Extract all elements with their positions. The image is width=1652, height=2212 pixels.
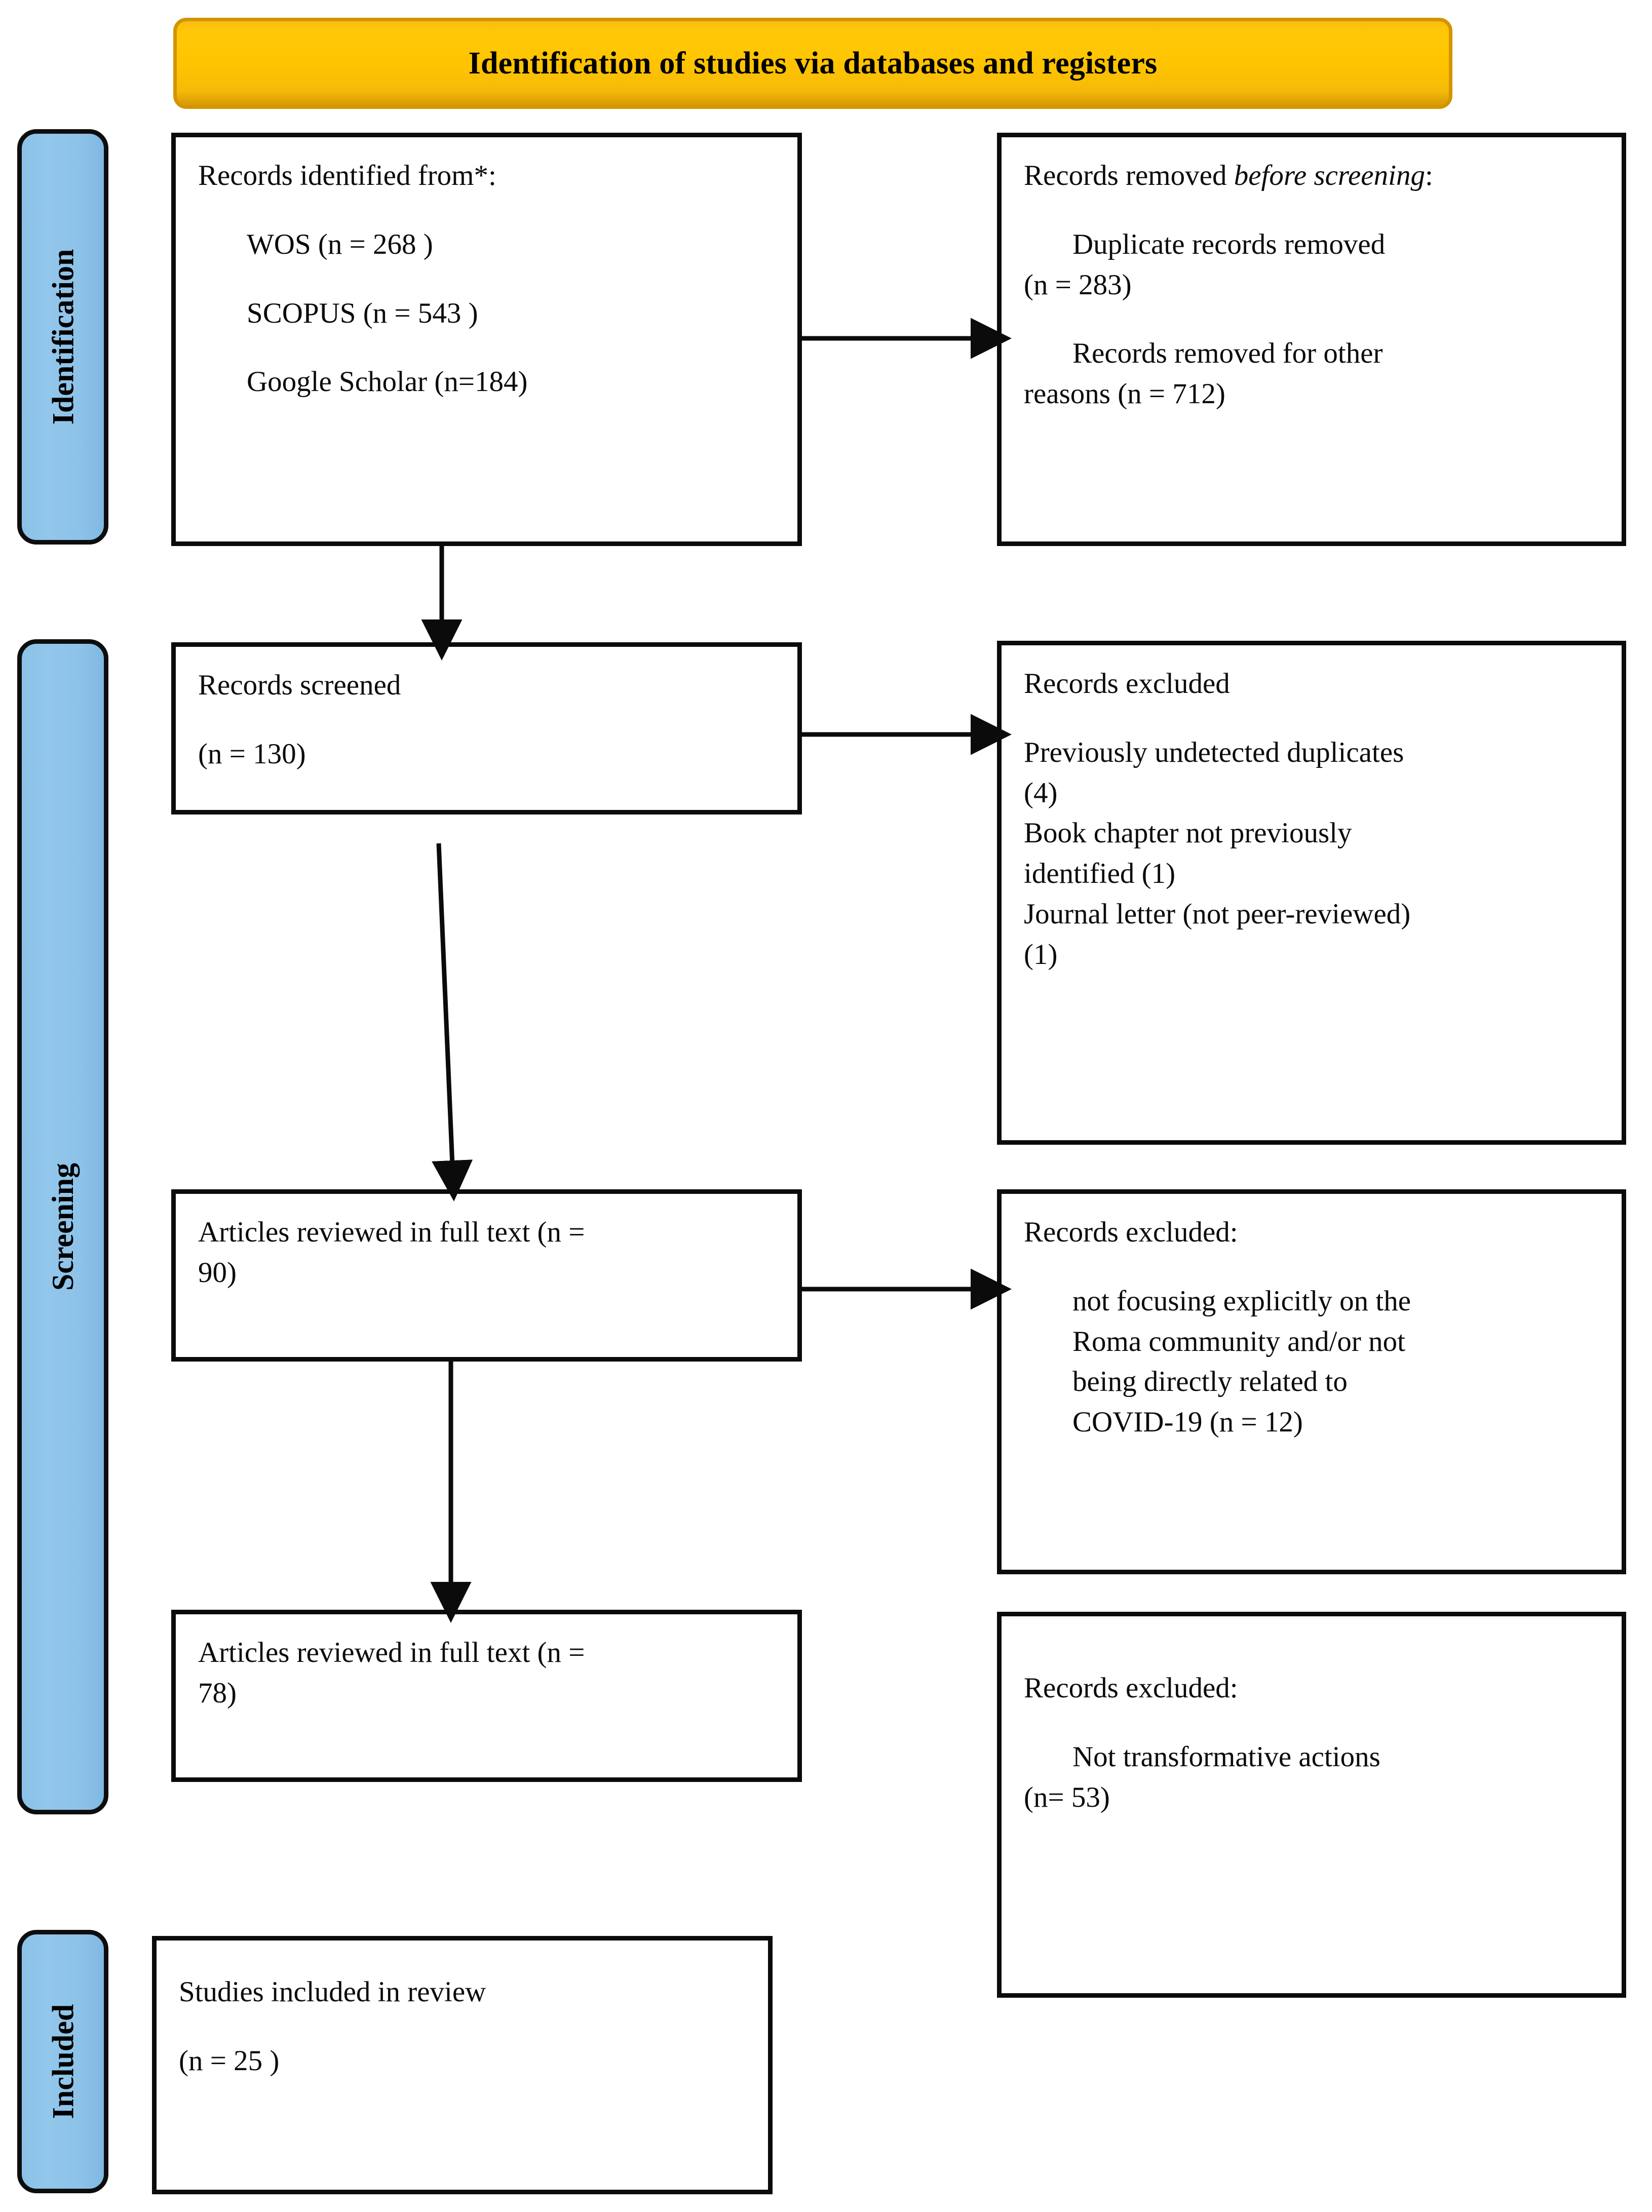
studies-included-heading: Studies included in review <box>179 1976 486 2008</box>
records-removed-heading-part3: : <box>1425 160 1433 191</box>
excluded-reason-journalletter-line1: Journal letter (not peer-reviewed) <box>1024 898 1411 930</box>
records-excluded-screening-heading: Records excluded <box>1024 668 1230 700</box>
stage-tab-screening: Screening <box>17 639 108 1814</box>
box-records-identified: Records identified from*: WOS (n = 268 )… <box>171 133 802 546</box>
duplicate-records-removed-line2: (n = 283) <box>1024 268 1132 301</box>
articles-reviewed-78-line2: 78) <box>198 1677 237 1709</box>
articles-reviewed-90-line2: 90) <box>198 1256 237 1289</box>
stage-label-screening: Screening <box>46 1162 80 1291</box>
stage-tab-identification: Identification <box>17 129 108 545</box>
excluded-reason-bookchapter-line1: Book chapter not previously <box>1024 817 1352 849</box>
excluded-reason-journalletter-line2: (1) <box>1024 938 1058 971</box>
box-articles-reviewed-full-text-78: Articles reviewed in full text (n = 78) <box>171 1610 802 1782</box>
box-studies-included: Studies included in review (n = 25 ) <box>152 1936 773 2194</box>
excluded-reason-duplicates-line1: Previously undetected duplicates <box>1024 736 1404 768</box>
excluded-transformative-reason-line2: (n= 53) <box>1024 1781 1110 1813</box>
excluded-reason-bookchapter-line2: identified (1) <box>1024 858 1176 890</box>
excluded-fulltext-reason-line1: not focusing explicitly on the <box>1072 1285 1411 1317</box>
studies-included-count: (n = 25 ) <box>179 2044 280 2077</box>
box-articles-reviewed-full-text-90: Articles reviewed in full text (n = 90) <box>171 1189 802 1362</box>
box-records-excluded-screening: Records excluded Previously undetected d… <box>997 641 1626 1145</box>
diagram-title: Identification of studies via databases … <box>468 46 1158 81</box>
articles-reviewed-78-line1: Articles reviewed in full text (n = <box>198 1637 585 1668</box>
excluded-fulltext-reason-line2: Roma community and/or not <box>1072 1325 1406 1357</box>
records-excluded-fulltext-heading: Records excluded: <box>1024 1216 1238 1248</box>
box-records-excluded-full-text: Records excluded: not focusing explicitl… <box>997 1189 1626 1574</box>
records-excluded-transformative-heading: Records excluded: <box>1024 1672 1238 1704</box>
excluded-transformative-reason-line1: Not transformative actions <box>1072 1740 1380 1773</box>
records-identified-heading: Records identified from*: <box>198 160 496 191</box>
records-screened-heading: Records screened <box>198 669 401 701</box>
other-records-removed-line1: Records removed for other <box>1072 337 1383 370</box>
records-identified-wos: WOS (n = 268 ) <box>247 228 433 260</box>
records-identified-scopus: SCOPUS (n = 543 ) <box>247 297 478 329</box>
other-records-removed-line2: reasons (n = 712) <box>1024 378 1225 410</box>
records-removed-heading: Records removed before screening: <box>1024 156 1599 196</box>
records-removed-heading-emphasis: before screening <box>1234 160 1425 191</box>
stage-label-identification: Identification <box>46 249 80 425</box>
stage-tab-included: Included <box>17 1930 108 2193</box>
records-removed-heading-part1: Records removed <box>1024 160 1234 191</box>
arrow-screened-to-fulltext90 <box>432 843 473 1201</box>
articles-reviewed-90-line1: Articles reviewed in full text (n = <box>198 1216 585 1248</box>
excluded-fulltext-reason-line4: COVID-19 (n = 12) <box>1072 1406 1303 1439</box>
excluded-fulltext-reason-line3: being directly related to <box>1072 1366 1348 1398</box>
duplicate-records-removed-line1: Duplicate records removed <box>1072 228 1386 260</box>
excluded-reason-duplicates-line2: (4) <box>1024 777 1058 809</box>
box-records-excluded-transformative: Records excluded: Not transformative act… <box>997 1612 1626 1998</box>
stage-label-included: Included <box>46 2004 80 2119</box>
diagram-title-banner: Identification of studies via databases … <box>173 18 1452 109</box>
records-identified-scholar: Google Scholar (n=184) <box>247 366 528 398</box>
box-records-removed-before-screening: Records removed before screening: Duplic… <box>997 133 1626 546</box>
box-records-screened: Records screened (n = 130) <box>171 642 802 814</box>
records-screened-count: (n = 130) <box>198 738 306 770</box>
